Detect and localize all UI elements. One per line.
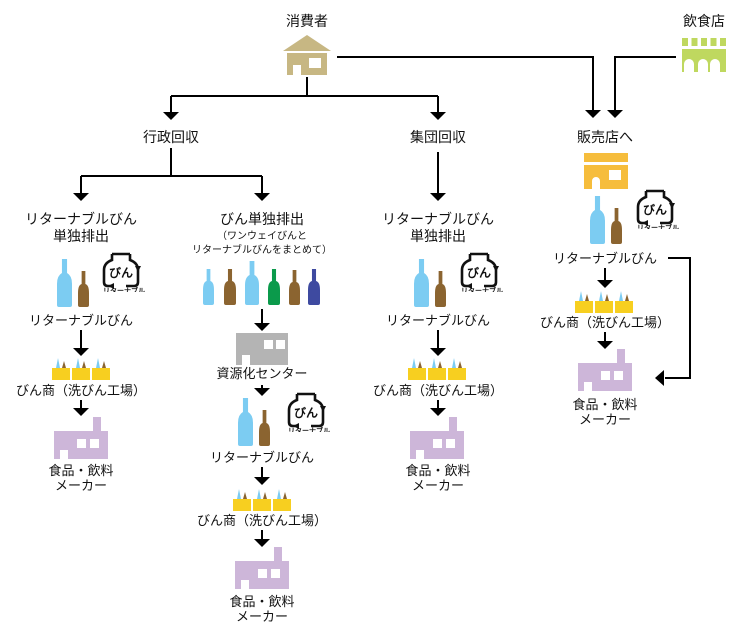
col2-heading: びん単独排出 — [220, 212, 304, 228]
col4-maker-line2: メーカー — [578, 413, 632, 428]
col1-heading-line2: 単独排出 — [53, 229, 109, 245]
house-icon — [283, 35, 331, 75]
col1-bottle-label: リターナブルびん — [28, 314, 134, 329]
col2-subheading-line2: リターナブルびんをまとめて） — [192, 245, 332, 256]
shop-icon — [584, 153, 628, 189]
admin-collection-label: 行政回収 — [143, 130, 199, 146]
svg-text:びん: びん — [294, 405, 318, 420]
svg-text:リターナブル: リターナブル — [461, 286, 503, 292]
returnable-bin-mark-icon: びん リターナブル — [98, 252, 150, 296]
resource-center-label: 資源化センター — [216, 367, 308, 382]
bottle-crates-icon — [52, 357, 112, 385]
bottle-crates-icon — [408, 357, 468, 385]
col2-subheading-line1: （ワンウェイびんと — [217, 231, 307, 242]
returnable-bottles-icon — [414, 259, 448, 311]
col1-dealer-label: びん商（洗びん工場） — [15, 384, 147, 399]
arrow-down-icon — [585, 110, 601, 118]
connector-line — [665, 257, 691, 379]
arrow-down-icon — [430, 348, 446, 356]
col1-maker-line2: メーカー — [54, 479, 108, 494]
mixed-bottles-icon — [203, 261, 323, 311]
col4-maker-line1: 食品・飲料 — [572, 398, 638, 413]
factory-icon — [235, 547, 289, 593]
col3-bottle-label: リターナブルびん — [385, 314, 491, 329]
col3-maker-line1: 食品・飲料 — [405, 464, 471, 479]
factory-icon — [578, 349, 632, 395]
group-collection-label: 集団回収 — [410, 130, 466, 146]
col3-heading-line1: リターナブルびん — [382, 212, 494, 228]
svg-text:びん: びん — [643, 202, 667, 217]
arrow-down-icon — [73, 193, 89, 201]
connector-line — [614, 56, 676, 110]
connector-line — [337, 56, 594, 110]
svg-text:リターナブル: リターナブル — [288, 426, 330, 432]
bottle-crates-icon — [233, 488, 293, 516]
arrow-down-icon — [254, 323, 270, 331]
factory-icon — [54, 417, 108, 463]
arrow-down-icon — [163, 112, 179, 120]
col1-heading-line1: リターナブルびん — [25, 212, 137, 228]
consumer-label: 消費者 — [286, 14, 328, 30]
col2-bottle-label: リターナブルびん — [209, 451, 315, 466]
col2-maker-line2: メーカー — [235, 610, 289, 625]
col4-dealer-label: びん商（洗びん工場） — [539, 316, 671, 331]
arrow-down-icon — [254, 193, 270, 201]
arrow-down-icon — [73, 408, 89, 416]
arrow-down-icon — [254, 388, 270, 396]
returnable-bin-mark-icon: びん リターナブル — [283, 392, 335, 436]
arrow-down-icon — [254, 539, 270, 547]
returnable-bin-mark-icon: びん リターナブル — [632, 189, 684, 233]
arrow-down-icon — [430, 112, 446, 120]
arrow-down-icon — [430, 193, 446, 201]
restaurant-label: 飲食店 — [683, 14, 725, 30]
arrow-down-icon — [607, 110, 623, 118]
restaurant-icon — [682, 38, 726, 72]
arrow-left-icon — [655, 370, 664, 386]
svg-text:びん: びん — [467, 265, 491, 280]
returnable-bin-mark-icon: びん リターナブル — [456, 252, 508, 296]
resource-center-icon — [236, 333, 288, 365]
bottle-crates-icon — [575, 290, 635, 318]
col4-bottle-label: リターナブルびん — [552, 252, 658, 267]
col3-maker-line2: メーカー — [411, 479, 465, 494]
arrow-down-icon — [254, 477, 270, 485]
arrow-down-icon — [73, 348, 89, 356]
svg-text:びん: びん — [109, 265, 133, 280]
arrow-down-icon — [430, 408, 446, 416]
svg-text:リターナブル: リターナブル — [103, 286, 145, 292]
returnable-bottles-icon — [590, 196, 624, 248]
returnable-bottles-icon — [238, 398, 272, 450]
col2-maker-line1: 食品・飲料 — [229, 595, 295, 610]
to-shop-label: 販売店へ — [577, 130, 633, 146]
col2-dealer-label: びん商（洗びん工場） — [196, 514, 328, 529]
factory-icon — [410, 417, 464, 463]
returnable-bottles-icon — [57, 259, 91, 311]
arrow-down-icon — [597, 280, 613, 288]
arrow-down-icon — [597, 341, 613, 349]
col3-dealer-label: びん商（洗びん工場） — [372, 384, 504, 399]
svg-text:リターナブル: リターナブル — [637, 223, 679, 229]
col3-heading-line2: 単独排出 — [410, 229, 466, 245]
col1-maker-line1: 食品・飲料 — [48, 464, 114, 479]
